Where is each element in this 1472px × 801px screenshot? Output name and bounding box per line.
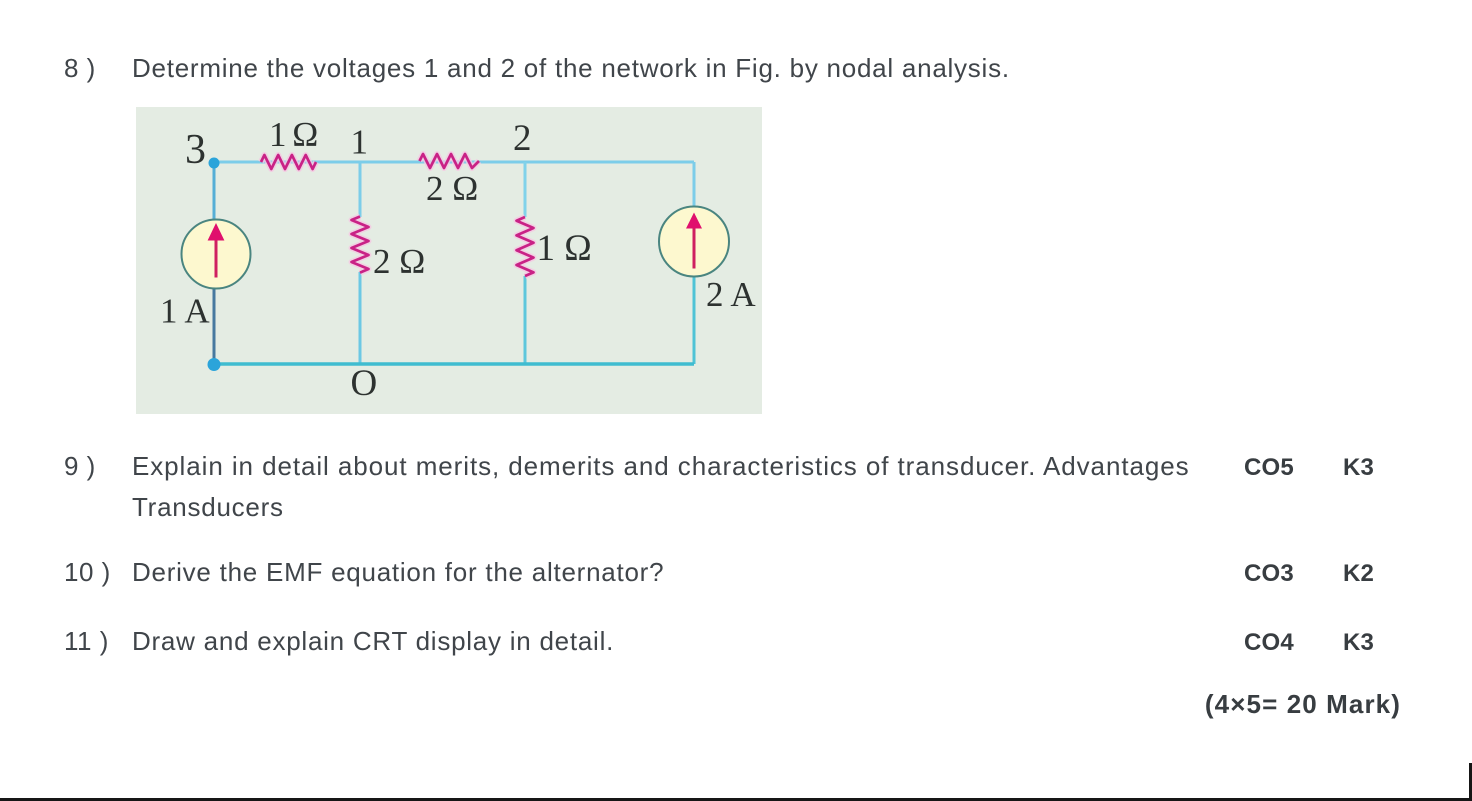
svg-text:2 A: 2 A <box>706 275 756 314</box>
svg-text:1 A: 1 A <box>160 292 210 331</box>
svg-text:2 Ω: 2 Ω <box>426 169 478 208</box>
svg-text:1 Ω: 1 Ω <box>537 228 592 269</box>
svg-text:2: 2 <box>513 118 532 159</box>
svg-text:O: O <box>351 363 378 404</box>
svg-text:1 Ω: 1 Ω <box>269 115 317 154</box>
svg-text:1: 1 <box>351 123 369 162</box>
svg-text:2 Ω: 2 Ω <box>373 242 425 281</box>
svg-text:3: 3 <box>185 127 206 173</box>
